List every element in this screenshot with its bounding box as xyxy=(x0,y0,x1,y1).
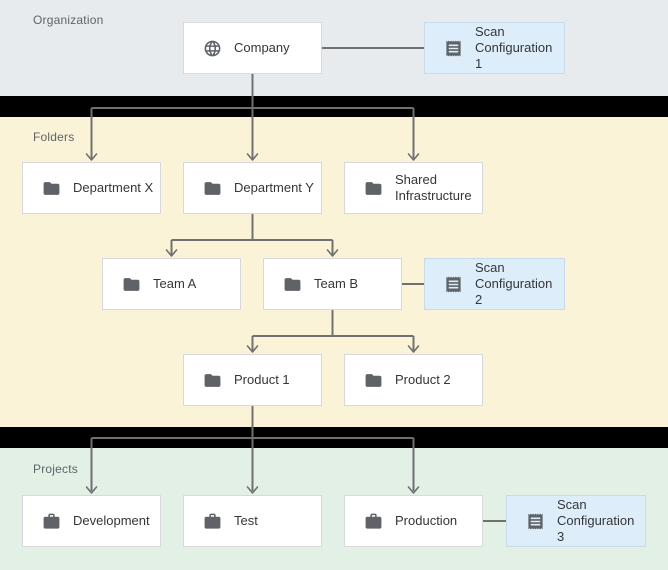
node-department-y: Department Y xyxy=(183,162,322,214)
node-team-b: Team B xyxy=(263,258,402,310)
node-development: Development xyxy=(22,495,161,547)
node-label: Scan Configuration 1 xyxy=(475,24,553,71)
globe-icon xyxy=(203,39,222,58)
node-label: Shared Infrastructure xyxy=(395,172,472,203)
node-label: Team B xyxy=(314,276,359,291)
scan-config-icon xyxy=(526,512,545,531)
node-shared-infrastructure: Shared Infrastructure xyxy=(344,162,483,214)
node-label: Production xyxy=(395,513,458,528)
node-scan-configuration-3: Scan Configuration 3 xyxy=(506,495,646,547)
node-scan-configuration-1: Scan Configuration 1 xyxy=(424,22,565,74)
scan-config-icon xyxy=(444,39,463,58)
node-test: Test xyxy=(183,495,322,547)
section-organization-label: Organization xyxy=(33,13,104,27)
node-production: Production xyxy=(344,495,483,547)
node-label: Company xyxy=(234,40,290,55)
node-label: Team A xyxy=(153,276,197,291)
node-label: Product 1 xyxy=(234,372,290,387)
folder-icon xyxy=(364,371,383,390)
node-label: Department Y xyxy=(234,180,314,195)
folder-icon xyxy=(283,275,302,294)
briefcase-icon xyxy=(364,512,383,531)
node-label: Scan Configuration 3 xyxy=(557,497,635,544)
node-product-2: Product 2 xyxy=(344,354,483,406)
node-department-x: Department X xyxy=(22,162,161,214)
scan-config-icon xyxy=(444,275,463,294)
section-folders-label: Folders xyxy=(33,130,75,144)
node-product-1: Product 1 xyxy=(183,354,322,406)
node-label: Development xyxy=(73,513,150,528)
node-label: Test xyxy=(234,513,258,528)
folder-icon xyxy=(42,179,61,198)
node-company: Company xyxy=(183,22,322,74)
folder-icon xyxy=(364,179,383,198)
section-projects-label: Projects xyxy=(33,462,78,476)
node-scan-configuration-2: Scan Configuration 2 xyxy=(424,258,565,310)
node-team-a: Team A xyxy=(102,258,241,310)
folder-icon xyxy=(203,179,222,198)
briefcase-icon xyxy=(42,512,61,531)
section-organization: Organization xyxy=(0,0,668,96)
node-label: Product 2 xyxy=(395,372,451,387)
folder-icon xyxy=(122,275,141,294)
folder-icon xyxy=(203,371,222,390)
node-label: Scan Configuration 2 xyxy=(475,260,553,307)
briefcase-icon xyxy=(203,512,222,531)
node-label: Department X xyxy=(73,180,154,195)
